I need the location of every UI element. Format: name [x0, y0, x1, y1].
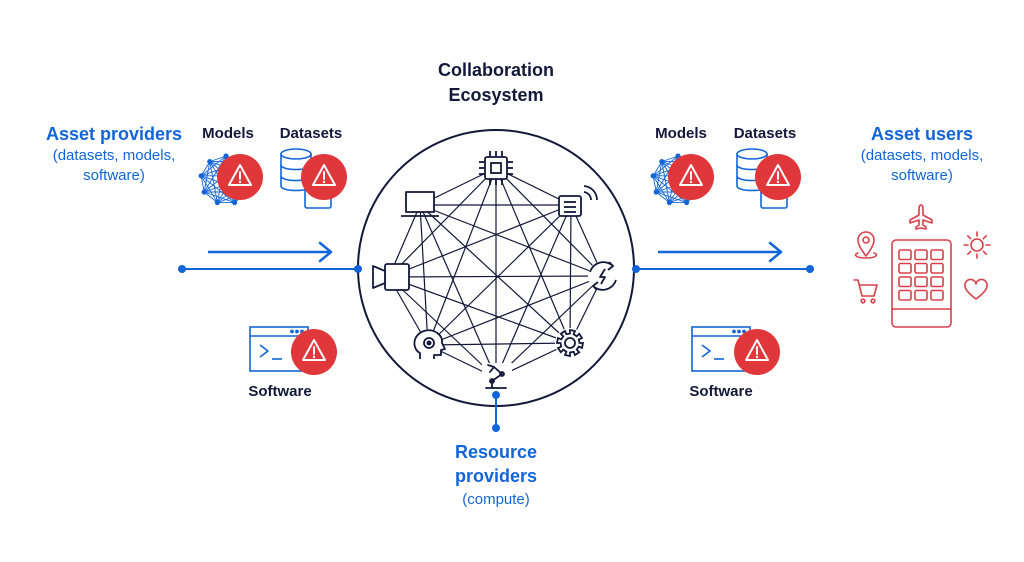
sun-icon: [963, 231, 991, 259]
asset-users-heading: Asset users: [870, 124, 974, 144]
left-models-label: Models: [202, 125, 254, 142]
asset-users-label: Asset users (datasets, models, software): [818, 122, 1024, 186]
wireless-device-icon: [558, 185, 598, 217]
chip-icon: [479, 151, 513, 185]
video-camera-icon: [372, 263, 410, 291]
warning-icon: [733, 328, 781, 376]
right-connector: [632, 265, 814, 273]
cart-icon: [853, 279, 878, 304]
asset-providers-sub-1: (datasets, models,: [52, 147, 176, 164]
asset-users-sub-1: (datasets, models,: [860, 147, 984, 164]
right-models-label: Models: [655, 125, 707, 142]
left-software-label: Software: [248, 383, 312, 400]
resource-providers-line-1: Resource: [454, 442, 538, 462]
left-arrow: [208, 241, 333, 263]
location-pin-icon: [854, 231, 878, 259]
asset-providers-label: Asset providers (datasets, models, softw…: [10, 122, 218, 186]
warning-icon: [290, 328, 338, 376]
airplane-icon: [909, 204, 933, 230]
resource-providers-sub: (compute): [462, 491, 530, 508]
right-datasets-label: Datasets: [733, 125, 797, 142]
warning-icon: [667, 153, 715, 201]
right-software-label: Software: [689, 383, 753, 400]
title-line-1: Collaboration: [438, 60, 554, 80]
asset-users-sub-2: software): [891, 167, 953, 184]
diagram-title: Collaboration Ecosystem: [396, 58, 596, 108]
resource-providers-label: Resource providers (compute): [416, 440, 576, 510]
brain-gear-icon: [413, 329, 446, 359]
left-connector: [178, 265, 362, 273]
heart-icon: [964, 278, 988, 300]
app-grid-icon: [891, 239, 952, 328]
asset-providers-sub-2: software): [83, 167, 145, 184]
laptop-icon: [401, 191, 439, 217]
gear-icon: [555, 328, 585, 358]
robot-arm-icon: [482, 363, 512, 389]
right-arrow: [658, 241, 783, 263]
warning-icon: [216, 153, 264, 201]
warning-icon: [754, 153, 802, 201]
asset-providers-heading: Asset providers: [45, 124, 183, 144]
bottom-connector: [492, 391, 500, 432]
title-line-2: Ecosystem: [448, 85, 544, 105]
warning-icon: [300, 153, 348, 201]
left-datasets-label: Datasets: [279, 125, 343, 142]
energy-icon: [588, 261, 618, 291]
ecosystem-mesh: [388, 167, 604, 379]
resource-providers-line-2: providers: [454, 466, 538, 486]
